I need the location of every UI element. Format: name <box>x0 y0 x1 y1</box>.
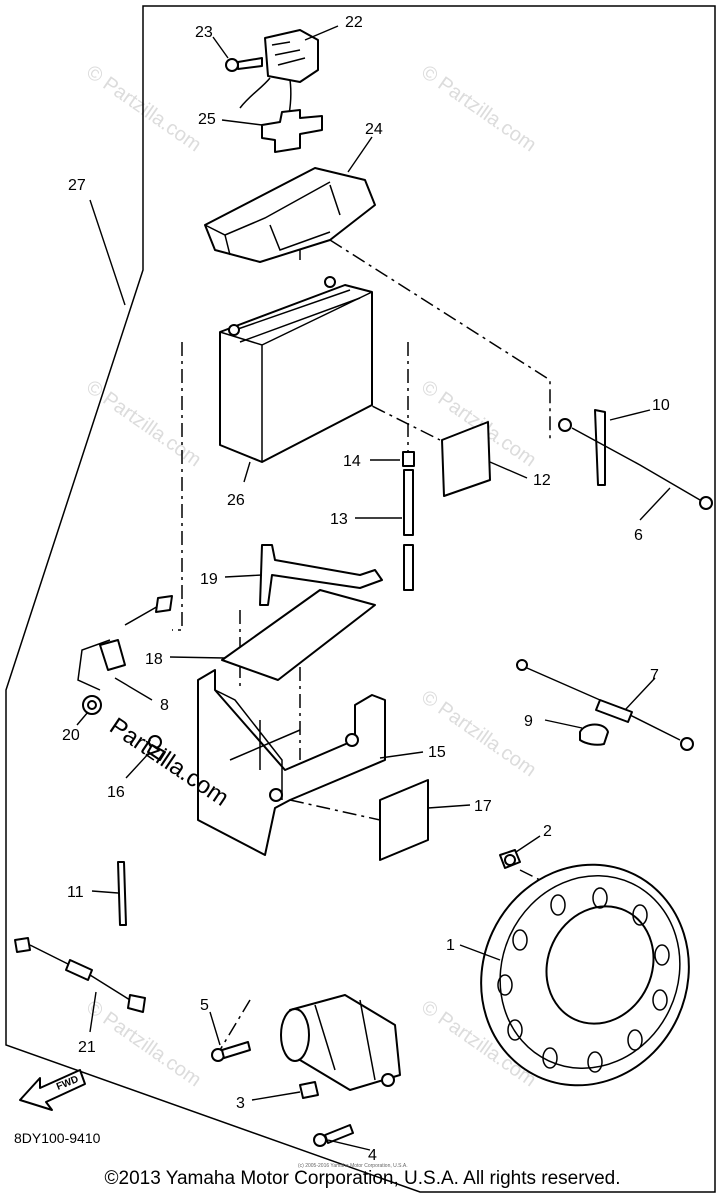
bolt-2 <box>499 849 521 869</box>
battery-cover <box>204 167 376 263</box>
bolt-23 <box>225 57 263 72</box>
callout-19: 19 <box>200 571 218 588</box>
callout-1: 1 <box>446 937 455 954</box>
battery-label-plate <box>441 421 491 497</box>
callout-22: 22 <box>345 14 363 31</box>
callout-20: 20 <box>62 727 80 744</box>
diagram-code: 8DY100-9410 <box>14 1130 101 1146</box>
callout-3: 3 <box>236 1095 245 1112</box>
washer-20 <box>82 695 102 715</box>
starter-lead <box>516 659 694 751</box>
callout-15: 15 <box>428 744 446 761</box>
callout-25: 25 <box>198 111 216 128</box>
bolt-16 <box>147 735 166 761</box>
starter-relay <box>239 29 319 121</box>
leader-lines <box>76 25 671 1151</box>
callout-6: 6 <box>634 527 643 544</box>
callout-11: 11 <box>67 884 84 901</box>
callout-2: 2 <box>543 823 552 840</box>
cable-band <box>117 861 127 926</box>
watermark-text: © Partzilla.com <box>417 686 540 781</box>
battery-negative-lead <box>77 595 173 691</box>
callout-17: 17 <box>474 798 492 815</box>
bolt-4 <box>313 1124 354 1147</box>
battery-box <box>197 669 386 856</box>
watermark-text: © Partzilla.com <box>82 376 205 471</box>
starter-gear <box>480 863 690 1087</box>
callout-27: 27 <box>68 177 86 194</box>
battery-mat <box>221 589 376 681</box>
callout-9: 9 <box>524 713 533 730</box>
callout-13: 13 <box>330 511 348 528</box>
starter-motor <box>280 994 401 1091</box>
callout-10: 10 <box>652 397 670 414</box>
callouts: 23 22 25 24 27 10 14 12 26 13 6 19 18 7 … <box>62 14 670 1164</box>
fwd-arrow-icon: FWD <box>19 1069 86 1111</box>
callout-4: 4 <box>368 1147 377 1164</box>
callout-5: 5 <box>200 997 209 1014</box>
wire-lead <box>14 937 146 1013</box>
relay-bracket <box>261 109 323 153</box>
callout-21: 21 <box>78 1039 96 1056</box>
callout-12: 12 <box>533 472 551 489</box>
nut-3 <box>299 1081 319 1099</box>
battery-positive-lead <box>558 409 713 510</box>
callout-8: 8 <box>160 697 169 714</box>
lead-clamp <box>579 723 609 746</box>
callout-14: 14 <box>343 453 361 470</box>
battery-box-plate <box>379 779 429 861</box>
callout-26: 26 <box>227 492 245 509</box>
battery <box>219 276 373 463</box>
callout-24: 24 <box>365 121 383 138</box>
fine-print: (c) 2005-2016 Yamaha Motor Corporation, … <box>298 1163 408 1169</box>
callout-7: 7 <box>650 667 659 684</box>
watermark-text: © Partzilla.com <box>417 61 540 156</box>
callout-16: 16 <box>107 784 125 801</box>
assembly-outline <box>5 5 716 1193</box>
callout-23: 23 <box>195 24 213 41</box>
callout-18: 18 <box>145 651 163 668</box>
copyright-notice: ©2013 Yamaha Motor Corporation, U.S.A. A… <box>104 1168 621 1189</box>
breather-hose <box>402 451 415 591</box>
battery-band <box>259 544 383 606</box>
bolt-5 <box>211 1041 251 1062</box>
